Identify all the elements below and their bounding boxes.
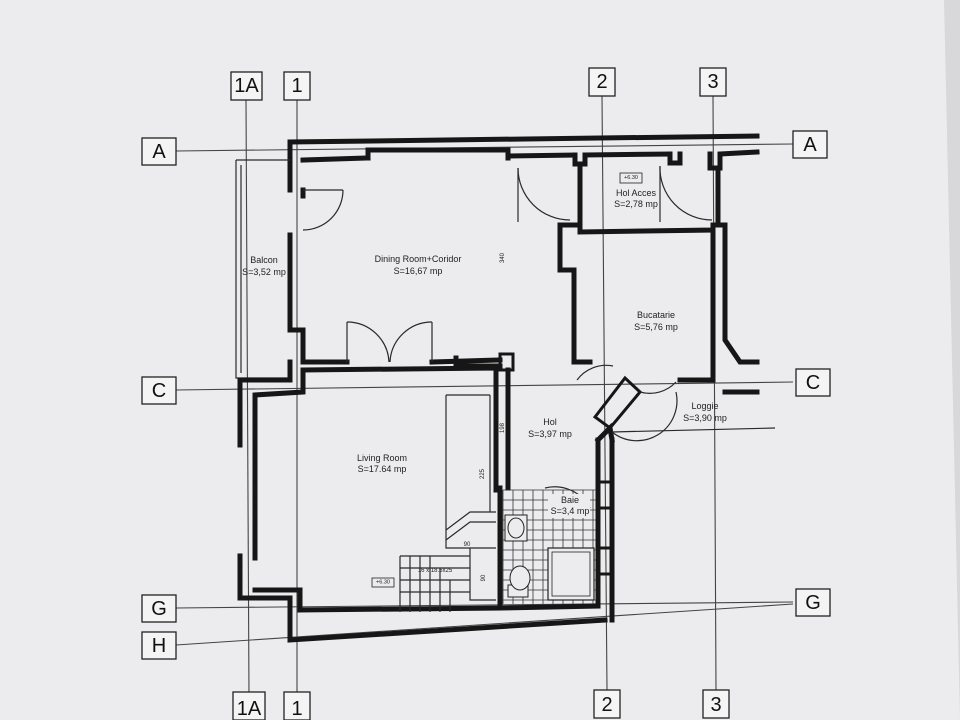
svg-text:3: 3: [707, 71, 718, 93]
svg-text:S=3,4 mp: S=3,4 mp: [551, 506, 590, 516]
axis-tag-a-left: A: [141, 137, 177, 166]
svg-text:Balcon: Balcon: [250, 255, 278, 265]
room-label-hol-acces: +6.30 Hol Acces S=2,78 mp: [614, 172, 658, 209]
svg-text:Dining Room+Coridor: Dining Room+Coridor: [375, 254, 462, 264]
svg-text:Hol Acces: Hol Acces: [616, 188, 657, 198]
axis-tag-c-right: C: [795, 368, 831, 397]
toilet-fixture: [507, 565, 531, 598]
axis-tag-h-left: H: [141, 631, 177, 660]
room-label-hol: Hol S=3,97 mp: [528, 417, 572, 439]
svg-text:Living Room: Living Room: [357, 453, 407, 463]
room-label-loggie: Loggie S=3,90 mp: [683, 401, 727, 423]
svg-text:Hol: Hol: [543, 417, 557, 427]
dimension-label: 90: [464, 542, 471, 548]
axis-tag-1-bottom: 1: [283, 691, 311, 720]
axis-tag-g-left: G: [141, 594, 177, 623]
staircase: [399, 394, 496, 612]
svg-text:Baie: Baie: [561, 495, 579, 505]
shower-tray: [547, 547, 595, 601]
sink-fixture: [504, 514, 528, 542]
dimension-label: 340: [500, 252, 506, 263]
svg-text:S=3,52 mp: S=3,52 mp: [242, 267, 286, 277]
axis-tag-1a-bottom: 1A: [232, 691, 266, 720]
dimension-label: 90: [481, 574, 487, 581]
svg-text:Loggie: Loggie: [691, 401, 718, 411]
doors: [302, 165, 713, 509]
axis-tag-2-bottom: 2: [593, 689, 621, 719]
dimension-label: 198: [500, 422, 506, 433]
axis-tag-1-top: 1: [283, 71, 311, 101]
svg-text:3: 3: [710, 694, 721, 716]
axis-tag-g-right: G: [795, 588, 831, 617]
svg-text:G: G: [151, 598, 167, 620]
svg-text:1: 1: [291, 698, 302, 720]
svg-text:2: 2: [601, 694, 612, 716]
room-label-bucatarie: Bucatarie S=5,76 mp: [634, 310, 678, 332]
svg-text:S=3,90 mp: S=3,90 mp: [683, 413, 727, 423]
svg-text:+6.30: +6.30: [376, 580, 390, 586]
svg-text:S=16,67 mp: S=16,67 mp: [394, 266, 443, 276]
room-label-dining: Dining Room+Coridor S=16,67 mp: [375, 254, 462, 276]
svg-text:G: G: [805, 592, 821, 614]
axis-tag-3-top: 3: [699, 67, 727, 97]
stair-spec-label: 16 x 18.5x25: [418, 568, 453, 574]
axis-tag-a-right: A: [792, 130, 828, 159]
svg-text:S=2,78 mp: S=2,78 mp: [614, 199, 658, 209]
svg-text:S=3,97 mp: S=3,97 mp: [528, 429, 572, 439]
room-label-living: Living Room S=17.64 mp: [357, 453, 407, 474]
svg-text:A: A: [803, 134, 817, 156]
axis-tag-2-top: 2: [588, 67, 616, 97]
dimension-label: 225: [480, 468, 486, 479]
svg-text:Bucatarie: Bucatarie: [637, 310, 675, 320]
svg-text:A: A: [152, 141, 166, 163]
room-label-baie: Baie S=3,4 mp: [548, 494, 590, 518]
svg-text:1: 1: [291, 75, 302, 97]
svg-text:S=5,76 mp: S=5,76 mp: [634, 322, 678, 332]
room-label-balcon: Balcon S=3,52 mp: [242, 255, 286, 277]
svg-text:C: C: [806, 372, 820, 394]
svg-text:H: H: [152, 635, 166, 657]
svg-text:+6.30: +6.30: [624, 175, 638, 181]
svg-text:1A: 1A: [237, 698, 262, 720]
level-marker: +6.30: [371, 577, 395, 588]
svg-text:S=17.64 mp: S=17.64 mp: [358, 464, 407, 474]
svg-text:2: 2: [596, 71, 607, 93]
axis-tag-c-left: C: [141, 376, 177, 405]
axis-tag-1a-top: 1A: [230, 71, 263, 101]
svg-text:1A: 1A: [234, 75, 259, 97]
svg-text:C: C: [152, 380, 166, 402]
axis-tag-3-bottom: 3: [702, 689, 730, 719]
